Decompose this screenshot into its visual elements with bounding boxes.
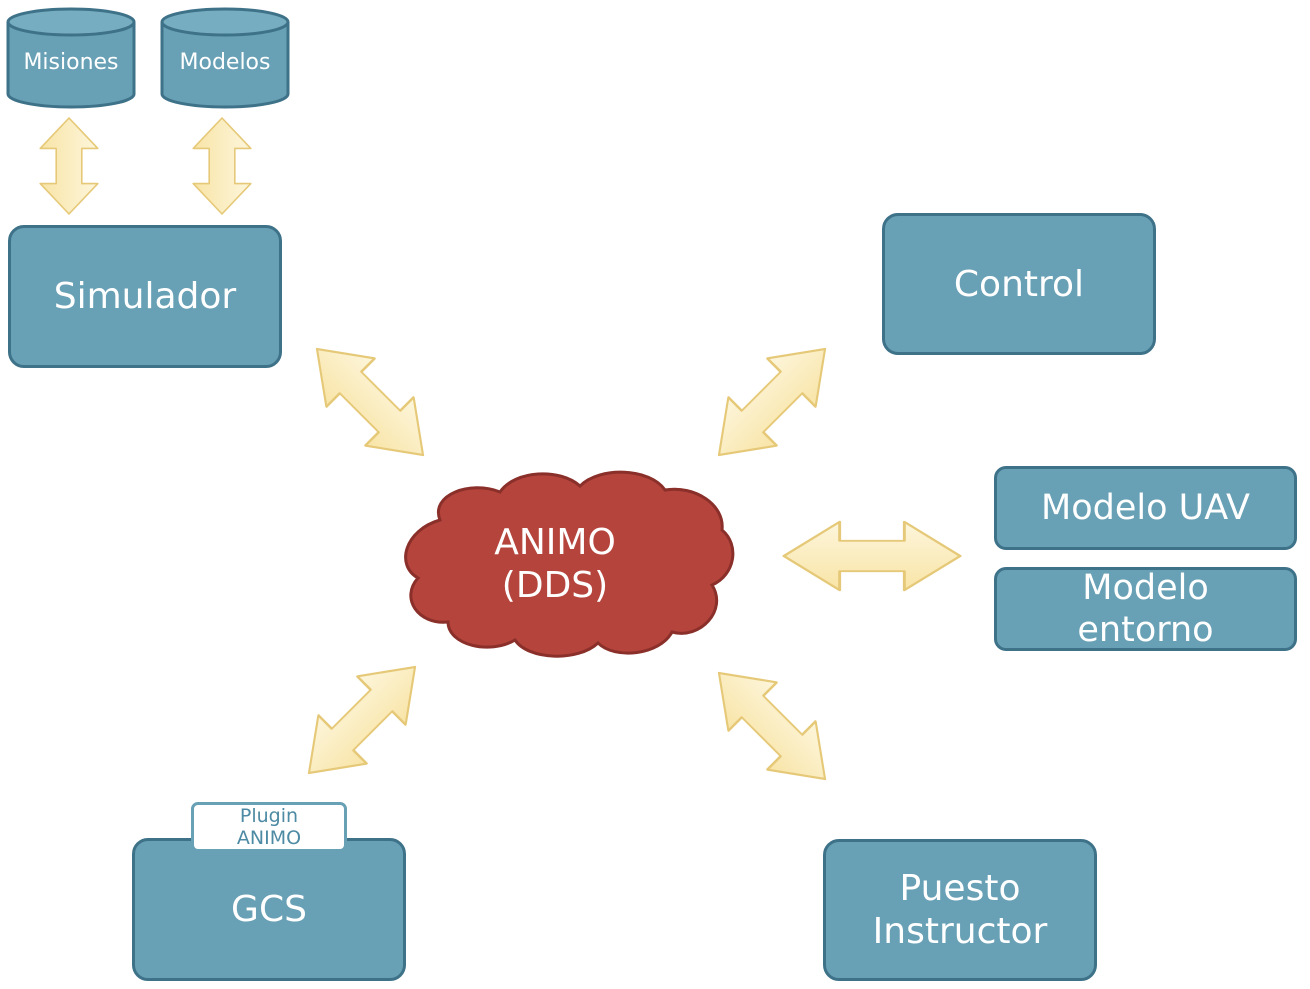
modelo-uav-node[interactable]: Modelo UAV: [994, 466, 1297, 550]
misiones-simulador-arrow-icon: [39, 117, 99, 215]
animo-cloud-icon: [404, 470, 735, 658]
hub-label-line2: (DDS): [501, 565, 609, 606]
gcs-node[interactable]: GCS: [132, 838, 406, 981]
gcs-label: GCS: [231, 889, 307, 930]
plugin-label-line1: Plugin: [239, 805, 299, 827]
modelo-entorno-label-line1: Modelo: [1082, 568, 1209, 608]
modelos-database-icon: [160, 7, 290, 109]
plugin-label-line2: ANIMO: [236, 827, 302, 849]
misiones-database-icon: [6, 7, 136, 109]
animo-hub-label: ANIMO (DDS): [455, 521, 655, 607]
plugin-animo-tab[interactable]: Plugin ANIMO: [191, 802, 347, 852]
puesto-label-line2: Instructor: [872, 911, 1048, 952]
modelos-simulador-arrow-icon: [192, 117, 252, 215]
modelos-label: Modelos: [179, 50, 271, 75]
control-label: Control: [953, 263, 1085, 305]
simulador-hub-arrow-icon: [291, 323, 449, 481]
modelo-entorno-label-line2: entorno: [1077, 610, 1214, 650]
modelo-uav-label: Modelo UAV: [1041, 488, 1250, 528]
puesto-label-line1: Puesto: [899, 868, 1021, 909]
misiones-label: Misiones: [23, 50, 119, 75]
control-hub-arrow-icon: [693, 323, 851, 481]
gcs-hub-arrow-icon: [283, 641, 441, 799]
control-node[interactable]: Control: [882, 213, 1156, 355]
simulador-node[interactable]: Simulador: [8, 225, 282, 368]
modelos-hub-arrow-icon: [782, 520, 962, 592]
puesto-hub-arrow-icon: [693, 647, 851, 805]
simulador-label: Simulador: [53, 276, 237, 317]
modelo-entorno-node[interactable]: Modelo entorno: [994, 567, 1297, 651]
hub-label-line1: ANIMO: [494, 522, 616, 563]
puesto-instructor-node[interactable]: Puesto Instructor: [823, 839, 1097, 981]
